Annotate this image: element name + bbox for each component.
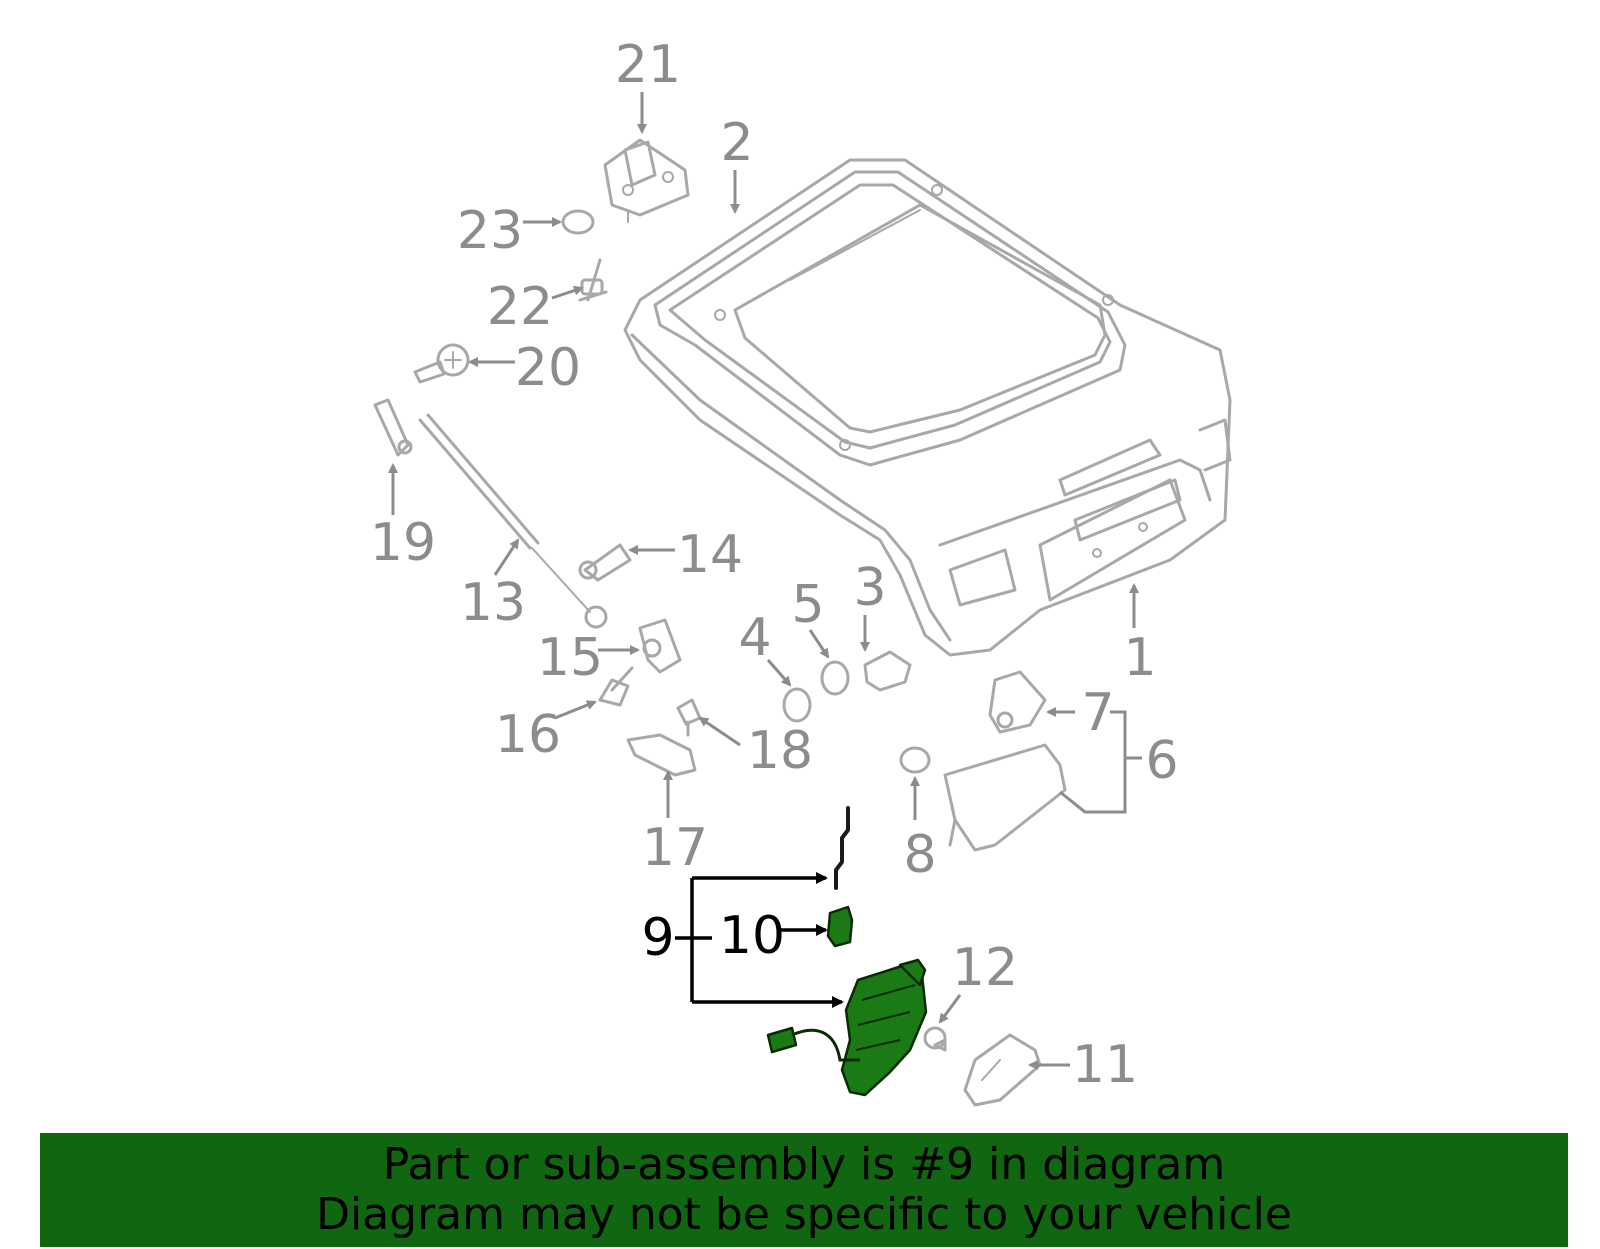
liftgate-drawing	[623, 158, 1232, 657]
callout-2: 2	[720, 113, 753, 173]
latch-assembly-highlight	[766, 806, 928, 1097]
callout-12: 12	[952, 938, 1018, 998]
callout-17: 17	[642, 818, 708, 878]
callout-13: 13	[460, 573, 526, 633]
callout-6: 6	[1145, 731, 1178, 791]
callout-4: 4	[738, 608, 771, 668]
callout-11: 11	[1072, 1035, 1138, 1095]
info-banner: Part or sub-assembly is #9 in diagram Di…	[40, 1133, 1568, 1247]
callout-22: 22	[487, 277, 553, 337]
callout-18: 18	[747, 721, 813, 781]
callout-19: 19	[370, 513, 436, 573]
callout-15: 15	[537, 628, 603, 688]
fasteners-drawing	[373, 209, 1067, 1107]
callout-7: 7	[1081, 683, 1114, 743]
callout-23: 23	[457, 201, 523, 261]
callout-10: 10	[719, 906, 785, 966]
callout-21: 21	[615, 35, 681, 95]
callout-labels: 21 2 23 22 20 19 13 14 15 16 18 17 4 5 3…	[370, 35, 1179, 1095]
callout-16: 16	[495, 705, 561, 765]
banner-line-2: Diagram may not be specific to your vehi…	[316, 1189, 1292, 1240]
callout-5: 5	[791, 575, 824, 635]
part9-bracket	[675, 872, 844, 1008]
callout-20: 20	[515, 338, 581, 398]
callout-1: 1	[1123, 628, 1156, 688]
hinge-drawing	[603, 138, 690, 223]
callout-8: 8	[903, 825, 936, 885]
leader-lines	[388, 92, 1142, 1070]
callout-9: 9	[641, 908, 674, 968]
callout-14: 14	[677, 525, 743, 585]
banner-line-1: Part or sub-assembly is #9 in diagram	[382, 1139, 1226, 1190]
callout-3: 3	[853, 558, 886, 618]
